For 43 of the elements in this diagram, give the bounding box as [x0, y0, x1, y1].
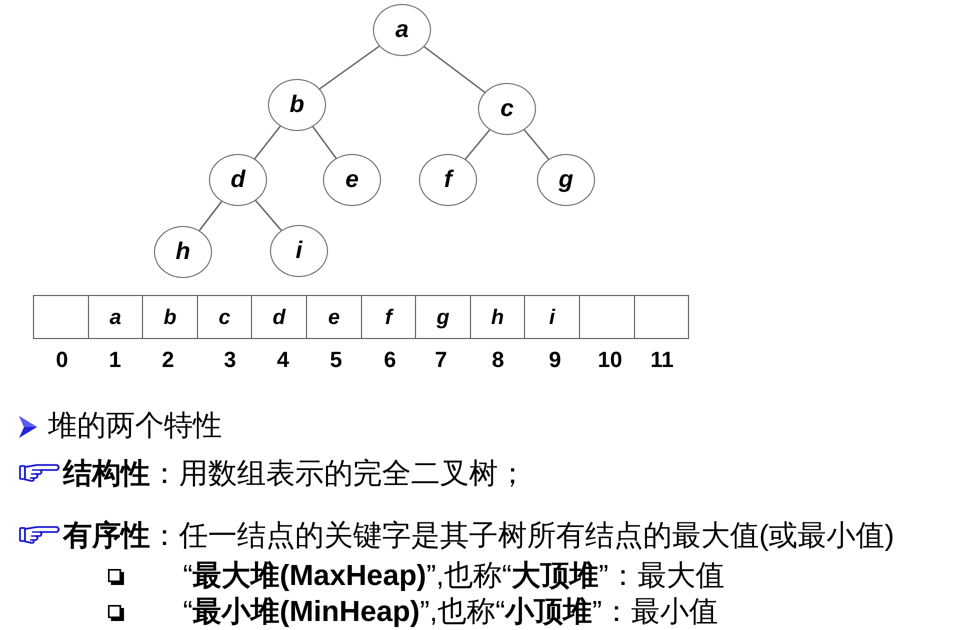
tree-node: d: [209, 154, 267, 206]
array-index: 4: [276, 349, 290, 371]
array-value: b: [164, 306, 176, 328]
array-index: 9: [548, 349, 562, 371]
bullet-text: 有序性：任一结点的关键字是其子树所有结点的最大值(或最小值): [63, 520, 894, 554]
tree-node: h: [154, 226, 212, 278]
array-value: g: [436, 306, 450, 328]
array-index: 6: [384, 349, 396, 371]
tree-node: i: [270, 225, 328, 277]
array-index: 5: [330, 349, 342, 371]
tree-node: a: [373, 4, 431, 56]
array-value: f: [385, 306, 392, 328]
bullet-text: 结构性：用数组表示的完全二叉树；: [63, 458, 527, 492]
array-value: c: [218, 306, 230, 328]
array-index: 1: [108, 349, 122, 371]
tree-edge: [312, 126, 337, 159]
array-index: 7: [434, 349, 448, 371]
array-value: a: [110, 306, 122, 328]
tree-edge: [464, 129, 490, 160]
tree-node: b: [268, 79, 326, 131]
tree-edge: [424, 46, 486, 93]
bullet-text: “最小堆(MinHeap)”,也称“小顶堆”：最小值: [183, 596, 718, 630]
tree-node: f: [419, 154, 477, 206]
array-index: 8: [492, 349, 504, 371]
array-value: e: [328, 306, 340, 328]
tree-node: g: [537, 154, 595, 206]
tree-edge: [524, 129, 550, 160]
array-value: i: [549, 306, 555, 328]
array-index: 2: [162, 349, 174, 371]
bullet-text: “最大堆(MaxHeap)”,也称“大顶堆”：最大值: [183, 560, 724, 594]
array-value: h: [491, 306, 504, 328]
tree-edge: [319, 46, 380, 90]
tree-edge: [198, 201, 222, 231]
tree-node: c: [478, 83, 536, 135]
tree-edge: [255, 200, 282, 231]
array-index: 0: [56, 349, 68, 371]
array-index: 3: [224, 349, 236, 371]
tree-node: e: [323, 154, 381, 206]
array-index: 11: [650, 349, 674, 371]
tree-edge: [254, 126, 281, 160]
array-index: 10: [598, 349, 622, 371]
bullet-heading: 堆的两个特性: [48, 410, 222, 444]
array-value: d: [272, 306, 286, 328]
